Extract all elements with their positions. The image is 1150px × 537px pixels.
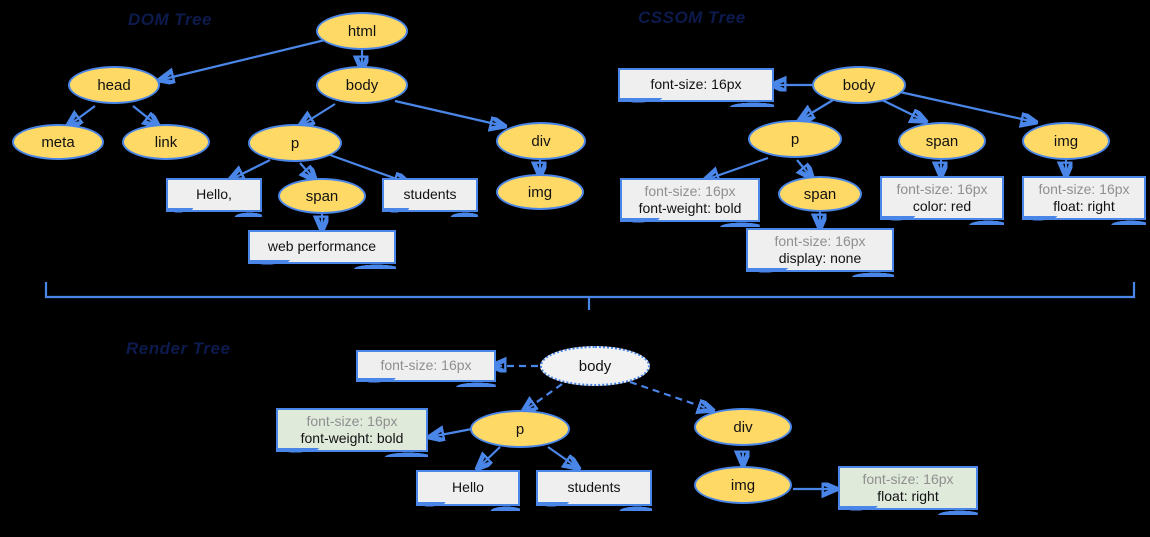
dom-text-hello-label: Hello,: [196, 186, 232, 203]
cssom-style-span-inner-line-1: font-size: 16px: [774, 232, 866, 249]
dom-node-body[interactable]: body: [316, 66, 408, 104]
render-style-img-line-1: font-size: 16px: [862, 470, 954, 487]
cssom-style-body-line-1: font-size: 16px: [650, 76, 742, 93]
dom-node-html[interactable]: html: [316, 12, 408, 50]
render-style-body: font-size: 16px: [356, 350, 496, 387]
dom-text-web-performance: web performance: [248, 230, 396, 269]
cssom-tree-title: CSSOM Tree: [638, 8, 746, 27]
render-tree-title: Render Tree: [126, 339, 231, 358]
dom-node-link[interactable]: link: [122, 124, 210, 160]
dom-text-students: students: [382, 178, 478, 217]
render-node-img[interactable]: img: [694, 466, 792, 504]
cssom-style-span-inner: font-size: 16px display: none: [746, 228, 894, 277]
cssom-style-span-line-1: font-size: 16px: [896, 180, 988, 197]
render-text-students: students: [536, 470, 652, 511]
cssom-style-body: font-size: 16px: [618, 68, 774, 107]
cssom-style-img-line-1: font-size: 16px: [1038, 180, 1130, 197]
render-style-body-line-1: font-size: 16px: [380, 357, 472, 374]
render-text-students-label: students: [567, 479, 621, 496]
render-node-div[interactable]: div: [694, 408, 792, 446]
cssom-node-img[interactable]: img: [1022, 122, 1110, 160]
dom-node-div[interactable]: div: [496, 122, 586, 160]
render-node-p[interactable]: p: [470, 410, 570, 448]
dom-node-p[interactable]: p: [248, 124, 342, 162]
render-edges: [430, 366, 836, 489]
cssom-node-body[interactable]: body: [812, 66, 906, 104]
cssom-style-p: font-size: 16px font-weight: bold: [620, 178, 760, 227]
cssom-style-span-line-2: color: red: [912, 198, 972, 214]
cssom-style-img: font-size: 16px float: right: [1022, 176, 1146, 225]
render-style-p: font-size: 16px font-weight: bold: [276, 408, 428, 457]
render-style-p-line-1: font-size: 16px: [306, 412, 398, 429]
cssom-style-p-line-1: font-size: 16px: [644, 182, 736, 199]
cssom-edges: [705, 85, 1066, 228]
cssom-style-p-line-2: font-weight: bold: [638, 200, 742, 216]
render-style-img: font-size: 16px float: right: [838, 466, 978, 515]
cssom-style-span-inner-line-2: display: none: [778, 250, 862, 266]
dom-text-students-label: students: [403, 186, 457, 203]
cssom-style-img-line-2: float: right: [1053, 198, 1115, 214]
dom-node-meta[interactable]: meta: [12, 124, 104, 160]
dom-node-head[interactable]: head: [68, 66, 160, 104]
cssom-node-p[interactable]: p: [748, 120, 842, 158]
cssom-style-span: font-size: 16px color: red: [880, 176, 1004, 225]
render-style-p-line-2: font-weight: bold: [300, 430, 404, 446]
render-style-img-line-2: float: right: [877, 488, 939, 504]
dom-text-web-performance-label: web performance: [267, 238, 377, 255]
dom-node-img[interactable]: img: [496, 174, 584, 210]
render-node-body[interactable]: body: [540, 346, 650, 386]
dom-text-hello: Hello,: [166, 178, 262, 217]
dom-node-span[interactable]: span: [278, 178, 366, 214]
cssom-node-span-inner[interactable]: span: [778, 176, 862, 212]
render-text-hello: Hello: [416, 470, 520, 511]
render-text-hello-label: Hello: [452, 479, 484, 496]
dom-tree-title: DOM Tree: [128, 10, 212, 29]
grouping-brace: [44, 282, 1136, 310]
cssom-node-span[interactable]: span: [898, 122, 986, 160]
